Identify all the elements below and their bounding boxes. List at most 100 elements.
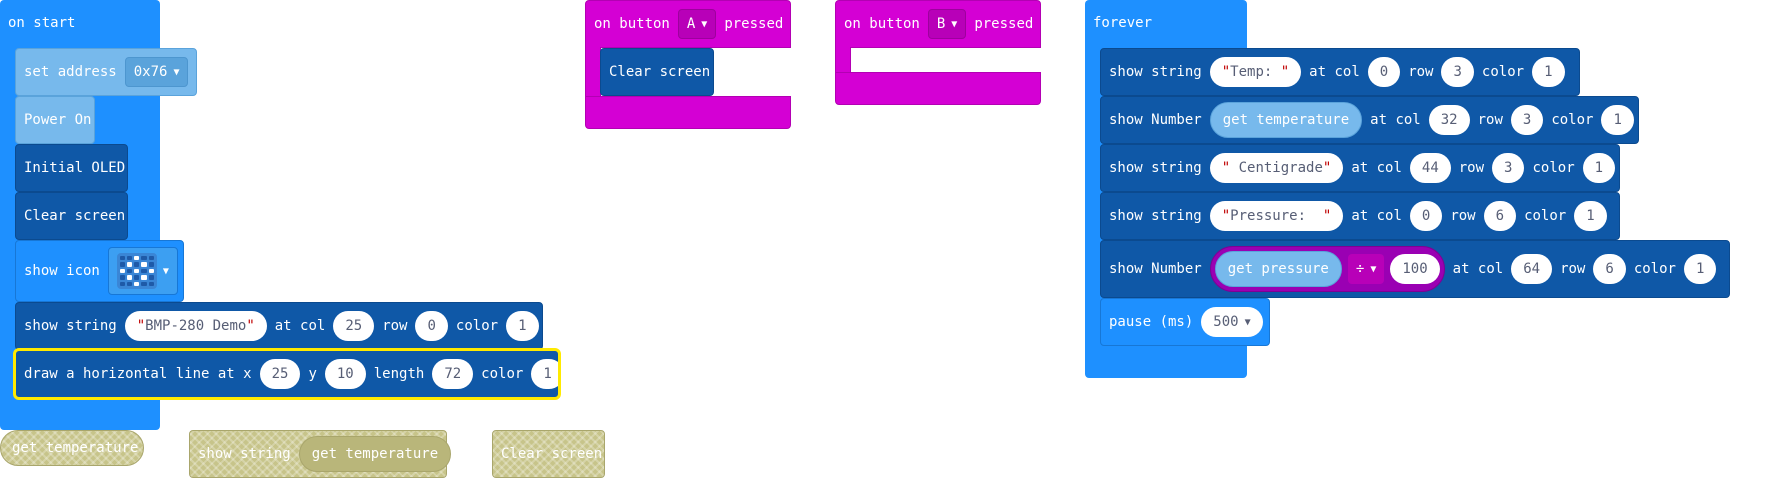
led-cell	[119, 275, 126, 280]
row-input[interactable]: 6	[1593, 254, 1626, 284]
initial-oled-label: Initial OLED	[24, 160, 126, 176]
show-string-temp-block[interactable]: show string "Temp: " at col 0 row 3 colo…	[1100, 48, 1580, 96]
loose-clear-screen-block[interactable]: Clear screen	[492, 430, 605, 478]
row-input[interactable]: 3	[1510, 105, 1544, 135]
horizontal-line-block[interactable]: draw a horizontal line at x 25 y 10 leng…	[13, 348, 564, 400]
color-label: color	[1481, 64, 1525, 80]
led-cell	[127, 275, 133, 280]
get-pressure-reporter[interactable]: get pressure	[1214, 251, 1342, 287]
color-input[interactable]: 1	[1574, 201, 1607, 231]
row-label: row	[1560, 261, 1586, 277]
on-button-b-body	[835, 47, 851, 73]
icon-dropdown[interactable]: ▼	[107, 247, 178, 295]
get-temperature-reporter[interactable]: get temperature	[1209, 102, 1363, 138]
y-label: y	[308, 366, 317, 382]
row-input[interactable]: 6	[1483, 201, 1517, 231]
address-dropdown[interactable]: 0x76 ▼	[124, 57, 189, 87]
color-input[interactable]: 1	[1532, 57, 1565, 87]
col-input[interactable]: 44	[1409, 153, 1451, 183]
show-string-label: show string	[1109, 208, 1202, 224]
color-input[interactable]: 1	[1601, 105, 1634, 135]
led-cell	[134, 281, 140, 286]
led-cell	[127, 268, 133, 274]
string-input[interactable]: "BMP-280 Demo"	[124, 311, 267, 341]
set-address-block[interactable]: set address 0x76 ▼	[15, 48, 197, 96]
length-input[interactable]: 72	[432, 359, 474, 389]
col-input[interactable]: 0	[1367, 57, 1401, 87]
pause-dropdown[interactable]: 500 ▼	[1201, 307, 1263, 337]
chevron-down-icon: ▼	[1244, 316, 1251, 328]
string-input[interactable]: "Temp: "	[1209, 57, 1302, 87]
clear-screen-block[interactable]: Clear screen	[600, 48, 714, 96]
show-string-block[interactable]: show string "BMP-280 Demo" at col 25 row…	[15, 302, 543, 350]
on-button-a-body	[585, 47, 601, 97]
loose-get-temperature-reporter[interactable]: get temperature	[0, 430, 144, 466]
led-cell	[119, 281, 126, 286]
on-button-b-hat[interactable]: on button B ▼ pressed	[835, 0, 1041, 48]
color-input[interactable]: 1	[1582, 153, 1616, 183]
chevron-down-icon: ▼	[1370, 263, 1377, 275]
color-label: color	[1524, 208, 1567, 224]
string-value: Centigrade	[1230, 160, 1323, 176]
x-input[interactable]: 25	[259, 359, 301, 389]
clear-screen-label: Clear screen	[501, 446, 603, 462]
get-temperature-reporter[interactable]: get temperature	[298, 436, 452, 472]
led-cell	[141, 262, 147, 267]
show-string-label: show string	[24, 318, 117, 334]
power-on-label: Power On	[24, 112, 92, 128]
led-cell	[134, 268, 140, 274]
color-label: color	[1633, 261, 1676, 277]
row-input[interactable]: 3	[1441, 57, 1474, 87]
led-cell	[148, 275, 154, 280]
color-input[interactable]: 1	[1683, 254, 1717, 284]
string-input[interactable]: "Pressure: "	[1209, 201, 1344, 231]
y-input[interactable]: 10	[324, 359, 366, 389]
row-label: row	[1450, 208, 1476, 224]
divisor-input[interactable]: 100	[1390, 254, 1440, 284]
row-input[interactable]: 3	[1492, 153, 1525, 183]
col-input[interactable]: 0	[1409, 201, 1443, 231]
at-col-label: at col	[1309, 64, 1360, 80]
divide-expression[interactable]: get pressure ÷ ▼ 100	[1209, 246, 1445, 292]
col-input[interactable]: 32	[1428, 105, 1470, 135]
operator-dropdown[interactable]: ÷ ▼	[1347, 254, 1385, 284]
show-icon-block[interactable]: show icon ▼	[15, 240, 184, 302]
on-button-a-hat[interactable]: on button A ▼ pressed	[585, 0, 791, 48]
col-input[interactable]: 64	[1511, 254, 1553, 284]
show-number-pressure-block[interactable]: show Number get pressure ÷ ▼ 100 at col …	[1100, 240, 1730, 298]
show-string-pressure-block[interactable]: show string "Pressure: " at col 0 row 6 …	[1100, 192, 1620, 240]
button-dropdown[interactable]: B ▼	[927, 9, 967, 39]
led-cell	[134, 262, 140, 267]
row-label: row	[1477, 112, 1503, 128]
on-button-a-footer	[585, 96, 791, 129]
color-label: color	[455, 318, 499, 334]
string-input[interactable]: " Centigrade"	[1209, 153, 1344, 183]
led-cell	[127, 281, 133, 286]
led-cell	[148, 281, 154, 286]
led-cell	[148, 262, 154, 267]
chevron-down-icon: ▼	[162, 265, 169, 277]
show-number-label: show Number	[1109, 261, 1202, 277]
show-string-centigrade-block[interactable]: show string " Centigrade" at col 44 row …	[1100, 144, 1620, 192]
loose-show-string-block[interactable]: show string get temperature	[189, 430, 452, 478]
led-cell	[141, 256, 147, 261]
color-label: color	[1532, 160, 1575, 176]
show-number-temperature-block[interactable]: show Number get temperature at col 32 ro…	[1100, 96, 1639, 144]
pressed-label: pressed	[724, 16, 784, 32]
initial-oled-block[interactable]: Initial OLED	[15, 144, 128, 192]
row-input[interactable]: 0	[415, 311, 448, 341]
set-address-label: set address	[24, 64, 117, 80]
button-dropdown[interactable]: A ▼	[677, 9, 717, 39]
col-input[interactable]: 25	[333, 311, 375, 341]
color-input[interactable]: 1	[531, 359, 564, 389]
clear-screen-block[interactable]: Clear screen	[15, 192, 128, 240]
led-cell	[141, 268, 147, 274]
length-label: length	[373, 366, 425, 382]
on-button-b-footer	[835, 72, 1041, 105]
power-on-block[interactable]: Power On	[15, 96, 95, 144]
color-input[interactable]: 1	[506, 311, 539, 341]
on-start-label: on start	[8, 15, 76, 31]
chevron-down-icon: ▼	[701, 18, 708, 30]
led-cell	[119, 262, 126, 267]
pause-block[interactable]: pause (ms) 500 ▼	[1100, 298, 1270, 346]
